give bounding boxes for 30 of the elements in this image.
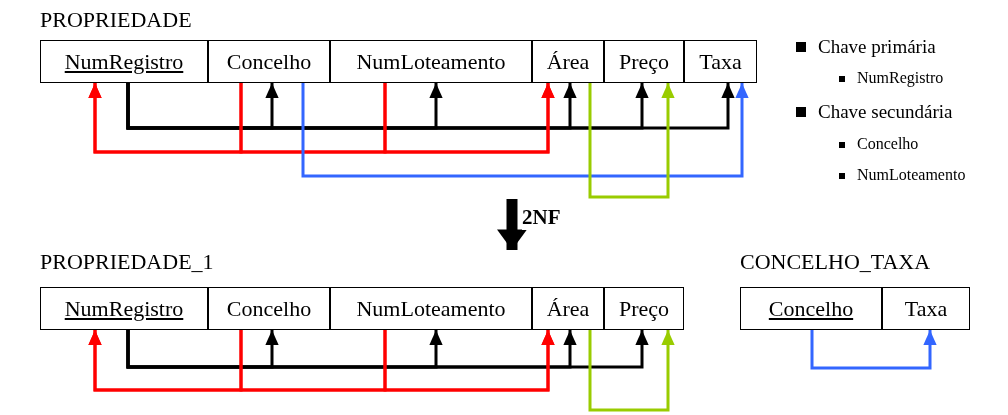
dependency-arrow bbox=[383, 330, 555, 392]
primary-key-cell: NumRegistro bbox=[40, 287, 208, 330]
attribute-cell: NumLoteamento bbox=[330, 40, 532, 83]
key-type-text: Chave secundária bbox=[818, 101, 953, 123]
attribute-cell: Preço bbox=[604, 287, 684, 330]
dependency-arrow bbox=[88, 330, 387, 392]
attribute-cell: Taxa bbox=[684, 40, 757, 83]
key-type-text: Chave primária bbox=[818, 36, 936, 58]
dependency-arrow bbox=[88, 83, 387, 154]
key-attribute-text: NumLoteamento bbox=[857, 166, 966, 184]
primary-key-cell: Concelho bbox=[740, 287, 882, 330]
attribute-cell: Concelho bbox=[208, 287, 330, 330]
relation-name: PROPRIEDADE_1 bbox=[40, 250, 214, 274]
dependency-arrow bbox=[301, 83, 749, 178]
dependency-arrow bbox=[810, 330, 937, 370]
dependency-arrow bbox=[588, 83, 675, 199]
key-attribute-text: NumRegistro bbox=[857, 69, 944, 87]
key-attribute-text: Concelho bbox=[857, 135, 919, 153]
dependency-arrow bbox=[383, 83, 555, 154]
dependency-arrow bbox=[588, 330, 675, 412]
attribute-cell: Taxa bbox=[882, 287, 970, 330]
attribute-cell: Concelho bbox=[208, 40, 330, 83]
relation-name: PROPRIEDADE bbox=[40, 8, 192, 32]
attribute-cell: Área bbox=[532, 40, 604, 83]
normalization-arrow bbox=[497, 199, 527, 250]
relation-name: CONCELHO_TAXA bbox=[740, 250, 931, 274]
attribute-cell: Preço bbox=[604, 40, 684, 83]
attribute-cell: Área bbox=[532, 287, 604, 330]
primary-key-cell: NumRegistro bbox=[40, 40, 208, 83]
attribute-cell: NumLoteamento bbox=[330, 287, 532, 330]
